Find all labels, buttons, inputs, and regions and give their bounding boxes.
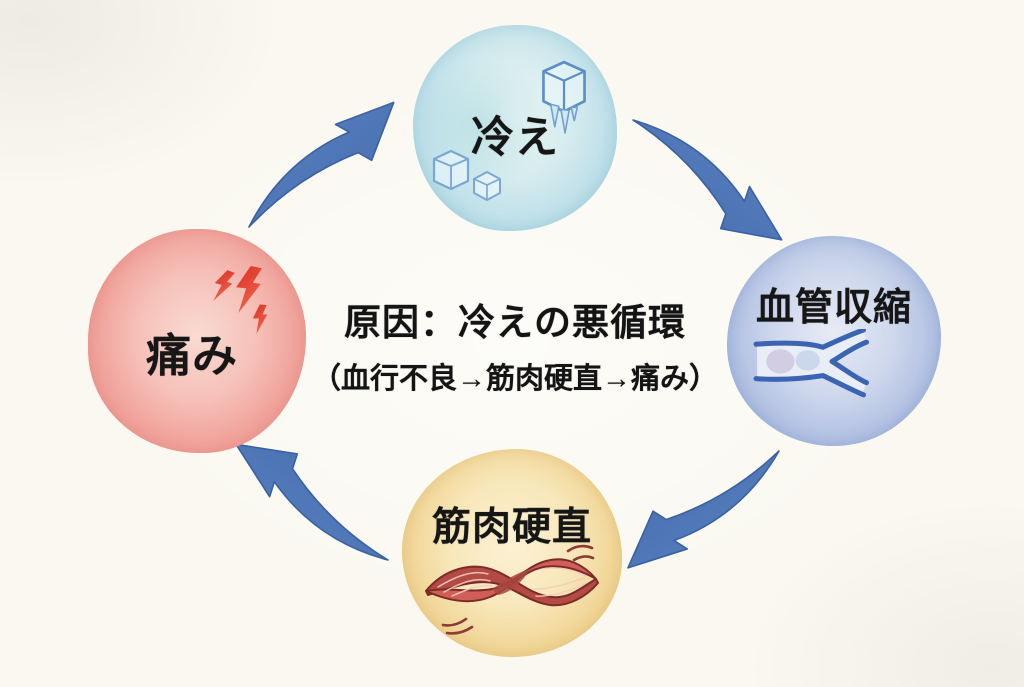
node-pain-label: 痛み — [145, 330, 238, 381]
node-cold: 冷え — [413, 25, 617, 231]
node-pain: 痛み — [88, 229, 306, 453]
cycle-arrow-pain-to-cold — [248, 94, 395, 236]
cycle-sequence-subtitle: （血行不良→筋肉硬直→痛み） — [311, 363, 718, 395]
ice-cube-large-icon — [542, 60, 586, 134]
node-muscle-stiffness-label: 筋肉硬直 — [431, 506, 592, 549]
cycle-cause-title: 原因：冷えの悪循環 — [344, 302, 686, 343]
pain-bolts-icon — [211, 266, 271, 335]
twisted-muscle-icon — [425, 544, 599, 635]
node-vasoconstriction: 血管収縮 — [727, 236, 941, 446]
center-caption: 原因：冷えの悪循環 （血行不良→筋肉硬直→痛み） — [290, 292, 740, 397]
node-vasoconstriction-label: 血管収縮 — [755, 287, 912, 329]
node-cold-label: 冷え — [471, 114, 559, 162]
node-muscle-stiffness: 筋肉硬直 — [402, 449, 622, 657]
ice-cubes-small-icon — [432, 149, 501, 201]
cycle-arrow-muscle-to-pain — [235, 422, 389, 582]
cycle-arrow-vessel-to-muscle — [627, 435, 780, 584]
blood-vessel-icon — [753, 329, 870, 398]
cycle-arrow-cold-to-vessel — [632, 102, 783, 258]
